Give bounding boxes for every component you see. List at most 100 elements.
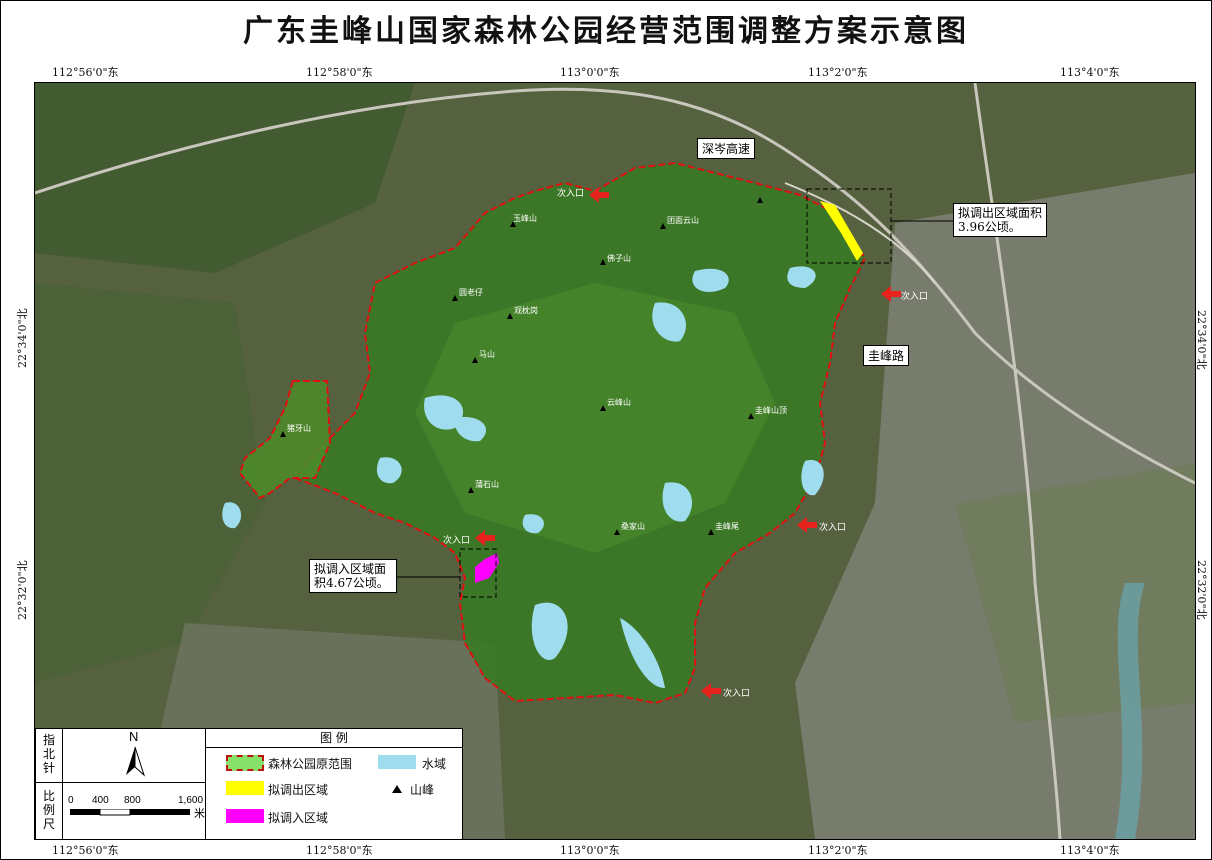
- coord-right-2: 22°32'0"北: [1195, 560, 1208, 620]
- hill-w: [35, 283, 265, 683]
- north-arrow-icon: [126, 746, 146, 777]
- legend-label-in: 拟调入区域: [268, 811, 329, 825]
- peak-label-1: 玉峰山: [513, 214, 537, 223]
- water-10: [531, 602, 568, 660]
- legend-swatch-water: [378, 755, 416, 769]
- water-5: [454, 417, 486, 442]
- coord-left-1: 22°34'0"北: [16, 308, 29, 368]
- water-3: [652, 302, 686, 342]
- north-scale-panel: 指北针 比例尺 N 0 400 800 1,600 米: [35, 728, 207, 839]
- scale-tick-0: 0: [68, 795, 74, 806]
- legend-swatch-out: [226, 781, 264, 795]
- map-title: 广东圭峰山国家森林公园经营范围调整方案示意图: [243, 14, 969, 49]
- water-7: [522, 514, 544, 534]
- north-label-cell: 指北针: [36, 729, 63, 783]
- peak-label-10: 蒲石山: [475, 480, 499, 489]
- entrance-label-3: 次入口: [819, 523, 847, 533]
- entrance-label-2: 次入口: [901, 292, 929, 302]
- legend-title: 图 例: [206, 729, 462, 748]
- scale-bar: [70, 809, 190, 816]
- water-6: [376, 457, 402, 484]
- peak-label-5: 观枕岗: [514, 306, 538, 315]
- entrance-label-5: 次入口: [723, 689, 751, 699]
- road-label: 圭峰路: [863, 345, 910, 366]
- peak-marker-7: [600, 405, 606, 411]
- north-label: 指北针: [43, 733, 56, 775]
- entrance-arrow-1: [589, 187, 609, 203]
- coord-top-2: 112°58'0"东: [306, 66, 373, 79]
- peak-label-11: 桑家山: [621, 522, 645, 531]
- water-11: [620, 618, 665, 689]
- highway-label: 深岑高速: [697, 138, 756, 159]
- peak-marker-8: [748, 413, 754, 419]
- peak-label-7: 云峰山: [607, 398, 631, 407]
- peak-marker-4: [452, 295, 458, 301]
- scale-unit: 米: [194, 807, 205, 820]
- coord-bottom-1: 112°56'0"东: [52, 844, 119, 857]
- coord-right-1: 22°34'0"北: [1195, 310, 1208, 370]
- water-1: [692, 268, 729, 292]
- entrance-arrow-5: [701, 683, 721, 699]
- entrance-arrow-4: [475, 530, 495, 546]
- park-boundary-west: [238, 380, 332, 500]
- forest-highlight: [415, 283, 775, 553]
- entrance-label-4: 次入口: [443, 536, 471, 546]
- park-boundary: [293, 161, 867, 705]
- inclusion-callout: 拟调入区域面积4.67公顷。: [309, 559, 397, 593]
- legend-panel: 图 例 森林公园原范围 水域 拟调出区域 山峰 拟调入区域: [205, 728, 463, 839]
- legend-peak-icon: [392, 785, 402, 793]
- peak-label-3: 佛子山: [607, 254, 631, 263]
- peak-label-9: 猪牙山: [287, 424, 311, 433]
- map-svg: [35, 83, 1195, 839]
- removal-callout: 拟调出区域面积3.96公顷。: [953, 203, 1047, 237]
- river: [1115, 583, 1145, 839]
- water-8: [662, 482, 693, 522]
- coord-top-4: 113°2'0"东: [808, 66, 868, 79]
- water-9: [801, 460, 824, 496]
- coord-top-1: 112°56'0"东: [52, 66, 119, 79]
- peak-marker-11: [614, 529, 620, 535]
- peak-marker-5: [507, 313, 513, 319]
- peak-label-2: 团面云山: [667, 216, 699, 225]
- peak-marker-13: [757, 197, 763, 203]
- peak-marker-10: [468, 487, 474, 493]
- hill-nw: [35, 83, 415, 273]
- coord-top-5: 113°4'0"东: [1060, 66, 1120, 79]
- coord-bottom-5: 113°4'0"东: [1060, 844, 1120, 857]
- map-canvas[interactable]: 深岑高速 圭峰路 拟调出区域面积3.96公顷。 拟调入区域面积4.67公顷。 玉…: [34, 82, 1196, 840]
- removal-area: [820, 201, 863, 261]
- peak-marker-2: [660, 223, 666, 229]
- legend-swatch-in: [226, 809, 264, 823]
- peak-marker-12: [708, 529, 714, 535]
- peak-label-6: 马山: [479, 350, 495, 359]
- legend-label-water: 水域: [422, 757, 447, 771]
- entrance-arrow-2: [881, 286, 901, 302]
- coord-bottom-3: 113°0'0"东: [560, 844, 620, 857]
- scale-label-cell: 比例尺: [36, 783, 63, 839]
- coord-left-2: 22°32'0"北: [16, 560, 29, 620]
- peak-label-8: 圭峰山顶: [755, 406, 787, 415]
- legend-label-out: 拟调出区域: [268, 783, 329, 797]
- north-letter: N: [129, 729, 139, 744]
- peak-marker-6: [472, 357, 478, 363]
- peak-label-12: 圭峰尾: [715, 522, 739, 531]
- legend-swatch-park: [226, 755, 264, 771]
- peak-marker-3: [600, 259, 606, 265]
- legend-label-park: 森林公园原范围: [268, 757, 353, 771]
- scale-tick-1: 400: [92, 795, 109, 806]
- road-spur: [784, 182, 936, 284]
- highway-line: [35, 87, 1195, 485]
- water-4: [424, 395, 464, 430]
- coord-bottom-4: 113°2'0"东: [808, 844, 868, 857]
- water-2: [787, 266, 816, 288]
- water-12: [222, 502, 242, 529]
- removal-box: [806, 188, 892, 264]
- legend-label-peak: 山峰: [410, 783, 435, 797]
- scale-tick-2: 800: [124, 795, 141, 806]
- coord-top-3: 113°0'0"东: [560, 66, 620, 79]
- inclusion-box: [459, 548, 497, 598]
- peak-label-4: 圆老仔: [459, 288, 483, 297]
- peak-marker-9: [280, 431, 286, 437]
- inclusion-area: [475, 553, 499, 583]
- scale-tick-3: 1,600: [178, 795, 204, 806]
